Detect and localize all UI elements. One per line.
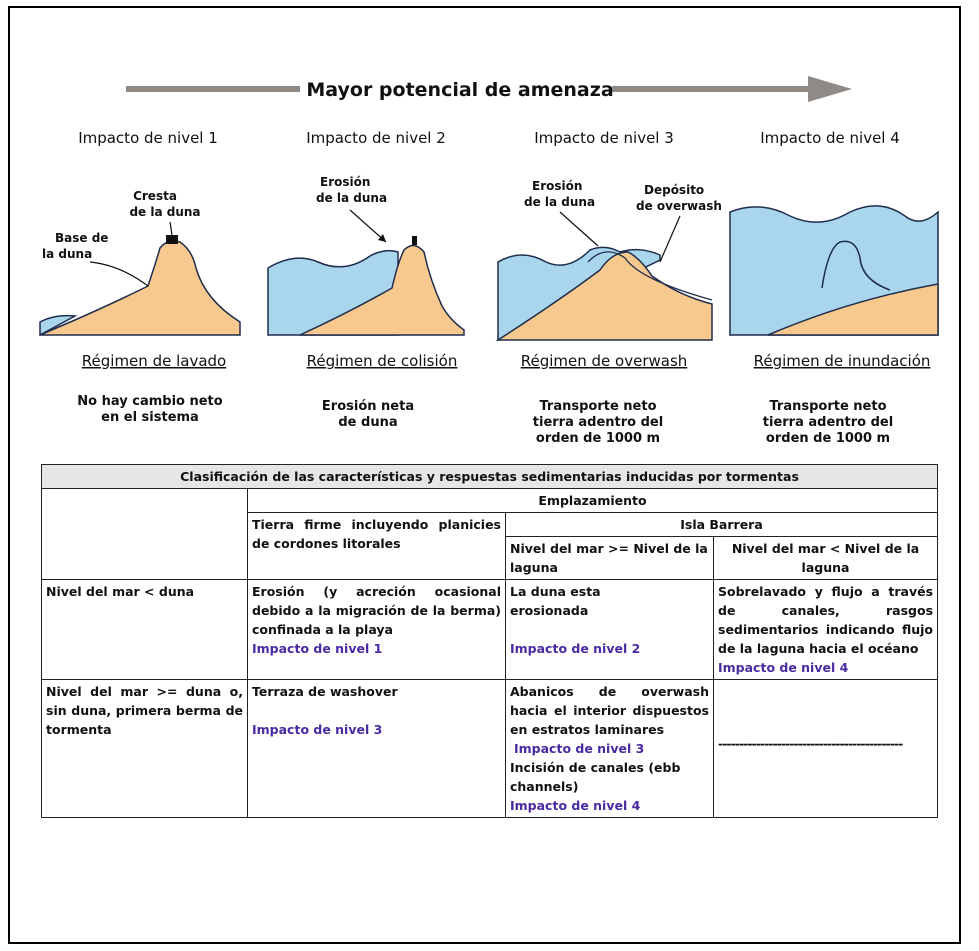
table-header-row-2: Tierra firme incluyendo planicies de cor… (42, 512, 939, 580)
panel-2-label-erosion-2: de la duna (316, 191, 387, 205)
dune-crest-marker-icon (166, 235, 178, 244)
row-1-lt-text: Sobrelavado y flujo a través de canales,… (718, 584, 934, 656)
regime-1: Régimen de lavado (82, 352, 226, 370)
panel-4-sand (767, 283, 939, 336)
row-2-ge-impact: Impacto de nivel 3 (514, 741, 645, 756)
regime-2: Régimen de colisión (307, 352, 458, 370)
panel-3-erosion-pointer (559, 211, 599, 247)
panel-1-label-crest: Cresta (133, 189, 177, 203)
panel-1-base-pointer (89, 261, 149, 287)
header-col-ge: Nivel del mar >= Nivel de la laguna (505, 536, 714, 580)
panel-1-crest-pointer (169, 221, 173, 236)
panel-3-label-deposit-2: de overwash (636, 199, 722, 213)
desc-4-line-1: Transporte neto (769, 399, 886, 414)
desc-3-line-3: orden de 1000 m (536, 431, 660, 446)
regime-3: Régimen de overwash (521, 352, 688, 370)
panel-3-overwash-layer (587, 251, 713, 301)
threat-arrow (126, 76, 852, 102)
row-1-ge-cell: La duna esta erosionada Impacto de nivel… (505, 579, 714, 680)
table-empty-corner (41, 488, 248, 580)
panel-3-deposit-pointer (659, 215, 681, 263)
level-2-heading: Impacto de nivel 2 (306, 129, 446, 147)
panel-2-crest-marker-icon (412, 236, 417, 245)
table-row: Nivel del mar >= duna o, sin duna, prime… (41, 679, 939, 818)
panel-3-label-deposit: Depósito (644, 183, 704, 197)
storm-classification-table: Clasificación de las características y r… (40, 464, 939, 818)
table-header-row-3: Nivel del mar >= Nivel de la laguna Nive… (42, 536, 939, 580)
row-2-tierra-impact: Impacto de nivel 3 (252, 722, 383, 737)
level-3-heading: Impacto de nivel 3 (534, 129, 674, 147)
panel-3-label-erosion-2: de la duna (524, 195, 595, 209)
panel-level-1: Cresta de la duna Base de la duna (39, 189, 241, 337)
panel-1-label-crest-2: de la duna (129, 205, 200, 219)
row-2-tierra-cell: Terraza de washover Impacto de nivel 3 (247, 679, 506, 818)
table-caption: Clasificación de las características y r… (40, 464, 939, 489)
panel-1-label-base: Base de (55, 231, 108, 245)
header-tierra-firme: Tierra firme incluyendo planicies de cor… (247, 512, 506, 580)
panel-level-3: Erosión de la duna Depósito de overwash (495, 179, 722, 342)
desc-1-line-2: en el sistema (101, 410, 199, 425)
row-2-ge-text-2: Incisión de canales (ebb channels) (510, 760, 681, 794)
panel-3-dune (495, 251, 713, 341)
row-2-ge-cell: Abanicos de overwash hacia el interior d… (505, 679, 714, 818)
panel-2-dune (299, 244, 465, 336)
regime-4: Régimen de inundación (754, 352, 931, 370)
header-emplazamiento: Emplazamiento (246, 488, 939, 513)
row-1-tierra-text: Erosión (y acreción ocasional debido a l… (252, 584, 501, 637)
level-4-heading: Impacto de nivel 4 (760, 129, 900, 147)
desc-3-line-1: Transporte neto (539, 399, 656, 414)
table-row: Nivel del mar < duna Erosión (y acreción… (41, 579, 939, 680)
row-1-lt-impact: Impacto de nivel 4 (718, 660, 849, 675)
header-col-lt: Nivel del mar < Nivel de la laguna (712, 536, 939, 580)
desc-4-line-2: tierra adentro del (763, 415, 893, 430)
row-1-tierra-cell: Erosión (y acreción ocasional debido a l… (247, 579, 506, 680)
desc-2-line-1: Erosión neta (322, 399, 414, 414)
row-2-lt-empty-dashes: ----------------------------------------… (718, 736, 903, 751)
panel-2-pointer (349, 209, 387, 243)
row-2-tierra-text: Terraza de washover (252, 684, 398, 699)
table-caption-row: Clasificación de las características y r… (40, 464, 939, 489)
row-1-label: Nivel del mar < duna (41, 579, 248, 680)
panel-2-label-erosion: Erosión (320, 175, 370, 189)
desc-3-line-2: tierra adentro del (533, 415, 663, 430)
desc-2-line-2: de duna (338, 415, 397, 430)
page-title: Mayor potencial de amenaza (306, 79, 613, 101)
panel-4-submerged-dune (821, 240, 891, 291)
panel-3-label-erosion: Erosión (532, 179, 582, 193)
row-1-tierra-impact: Impacto de nivel 1 (252, 641, 383, 656)
row-2-ge-impact-2: Impacto de nivel 4 (510, 798, 641, 813)
row-1-ge-impact: Impacto de nivel 2 (510, 641, 641, 656)
header-isla-barrera: Isla Barrera (504, 512, 939, 537)
row-1-lt-cell: Sobrelavado y flujo a través de canales,… (712, 579, 939, 680)
row-2-ge-text: Abanicos de overwash hacia el interior d… (510, 684, 709, 737)
desc-4-line-3: orden de 1000 m (766, 431, 890, 446)
row-1-ge-text: La duna esta erosionada (510, 584, 601, 618)
table-header-row-1: Emplazamiento (41, 488, 939, 580)
desc-1-line-1: No hay cambio neto (77, 394, 222, 409)
panel-1-label-base-2: la duna (42, 247, 92, 261)
panel-2-pointer-head (378, 234, 386, 242)
storm-impact-diagram: Mayor potencial de amenaza Impacto de ni… (39, 76, 939, 446)
level-1-heading: Impacto de nivel 1 (78, 129, 218, 147)
panel-level-2: Erosión de la duna (267, 175, 465, 336)
row-2-label: Nivel del mar >= duna o, sin duna, prime… (41, 679, 248, 818)
panel-level-4 (729, 205, 939, 336)
arrow-head-icon (808, 76, 852, 102)
panel-1-water (39, 314, 78, 337)
row-2-lt-cell: ----------------------------------------… (712, 679, 939, 818)
